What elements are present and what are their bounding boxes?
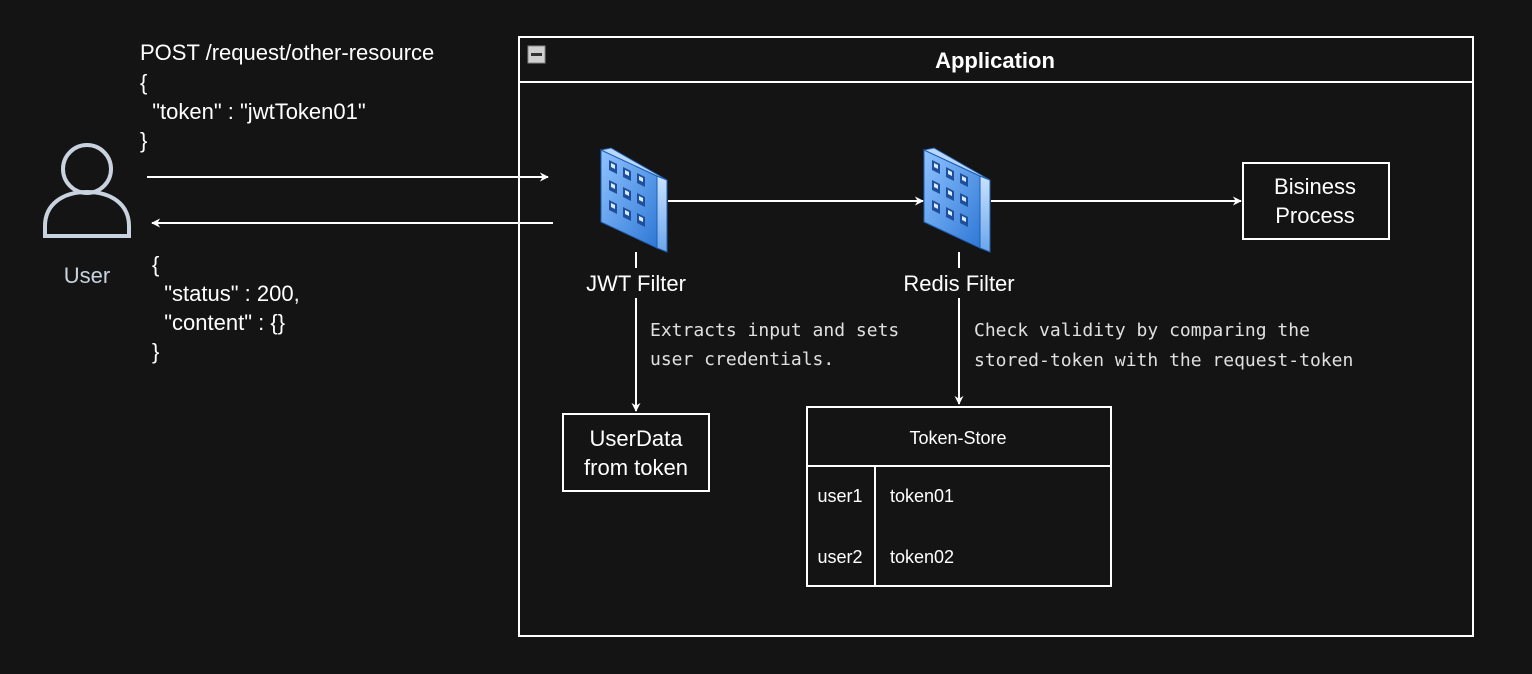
jwt-note-line2: user credentials. (650, 349, 834, 370)
application-title: Application (935, 48, 1055, 73)
jwt-note-line1: Extracts input and sets (650, 320, 899, 341)
response-text: { "status" : 200, "content" : {} } (152, 252, 300, 364)
business-process-frame (1242, 162, 1390, 240)
jwt-firewall-icon (600, 147, 668, 253)
collapse-icon[interactable] (527, 45, 546, 64)
request-line: POST /request/other-resource (140, 40, 434, 65)
redis-note-line2: stored-token with the request-token (974, 350, 1353, 371)
userdata-frame (562, 413, 710, 492)
userdata-line1: UserData (590, 426, 684, 451)
application-container[interactable]: Application (518, 36, 1474, 637)
request-text: POST /request/other-resource { "token" :… (140, 40, 434, 153)
user-label: User (64, 263, 110, 288)
redis-filter-label: Redis Filter (903, 271, 1014, 296)
token-store-token-cell: token02 (890, 547, 954, 567)
request-brace-open: { (140, 70, 147, 95)
token-store-table[interactable]: Token-Store user1 token01 user2 token02 (806, 406, 1112, 587)
request-token-line: "token" : "jwtToken01" (140, 99, 366, 124)
application-frame (518, 36, 1474, 637)
token-store-user-cell: user2 (817, 547, 862, 567)
jwt-filter[interactable]: JWT Filter (586, 147, 686, 296)
userdata-line2: from token (584, 455, 688, 480)
token-store-token-cell: token01 (890, 486, 954, 506)
redis-note-line1: Check validity by comparing the (974, 320, 1310, 341)
response-content-line: "content" : {} (152, 310, 285, 335)
redis-firewall-icon (923, 147, 991, 253)
token-store-title: Token-Store (909, 428, 1006, 448)
response-brace-open: { (152, 252, 159, 277)
business-process-line2: Process (1275, 203, 1354, 228)
response-brace-close: } (152, 339, 159, 364)
jwt-filter-label: JWT Filter (586, 271, 686, 296)
business-process-line1: Bisiness (1274, 174, 1356, 199)
token-store-user-cell: user1 (817, 486, 862, 506)
redis-filter[interactable]: Redis Filter (903, 147, 1015, 296)
response-status-line: "status" : 200, (152, 281, 300, 306)
request-brace-close: } (140, 128, 147, 153)
business-process-box[interactable]: Bisiness Process (1242, 162, 1390, 240)
token-store-frame (806, 406, 1112, 587)
userdata-box[interactable]: UserData from token (562, 413, 710, 492)
user-actor[interactable]: User (43, 143, 131, 288)
user-icon (43, 143, 131, 238)
